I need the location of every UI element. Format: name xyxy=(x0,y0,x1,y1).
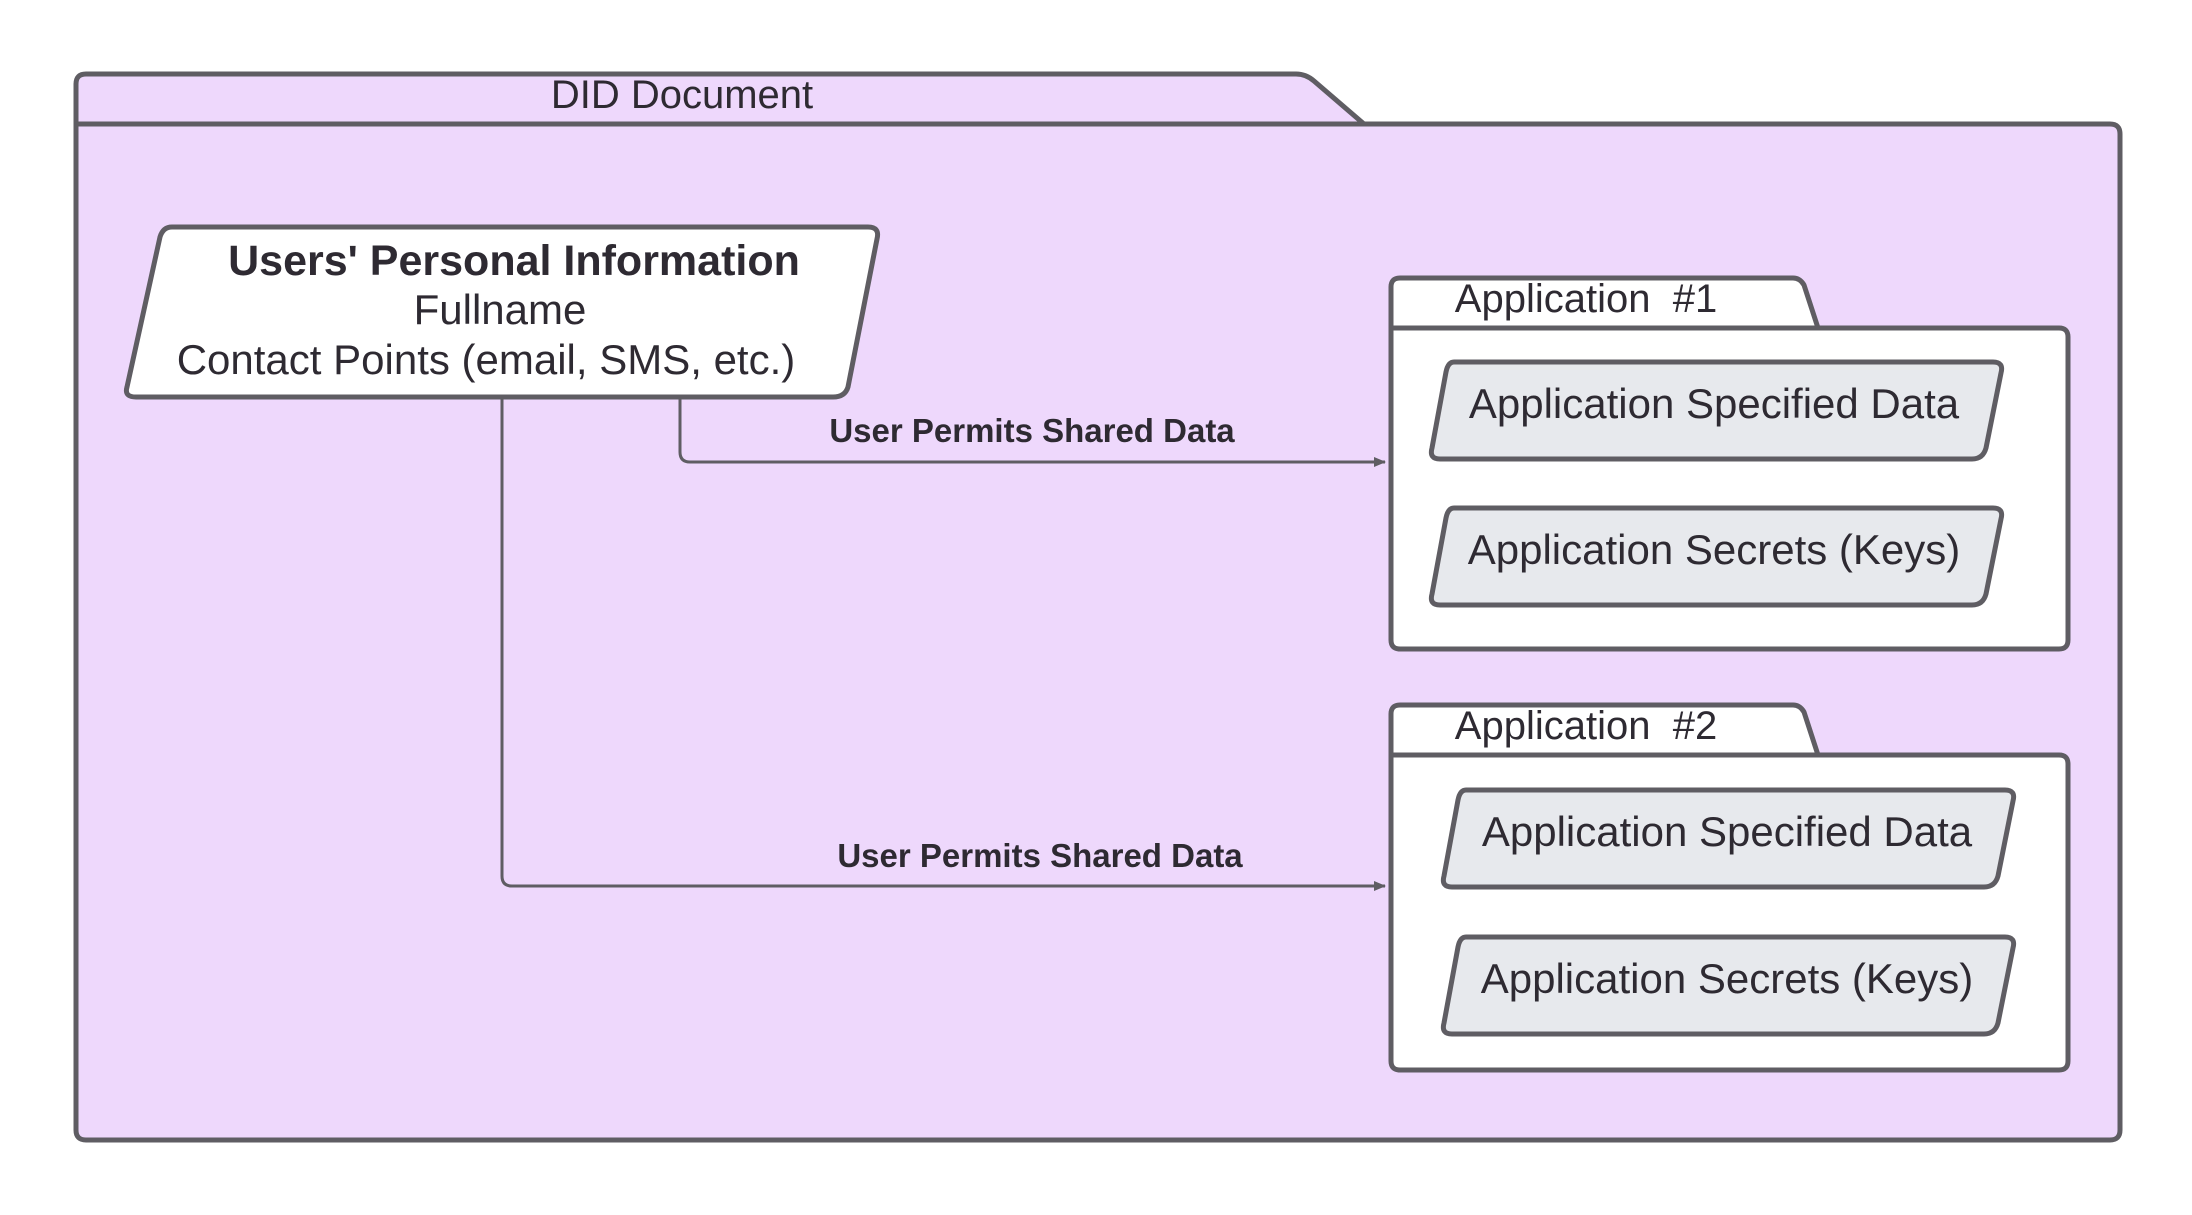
application-1-specified-data-shape xyxy=(1428,359,2005,462)
personal-info-fullname: Fullname xyxy=(414,286,587,333)
application-2-secrets-shape xyxy=(1440,934,2017,1037)
application-1-specified-data-label: Application Specified Data xyxy=(1469,380,1960,427)
edge-to-application-2: User Permits Shared Data xyxy=(500,398,1386,891)
application-2-specified-data-shape xyxy=(1440,787,2017,890)
personal-info-node: Users' Personal Information Fullname Con… xyxy=(123,224,881,400)
application-2-specified-data-label: Application Specified Data xyxy=(1482,808,1973,855)
personal-info-shape xyxy=(123,224,881,400)
application-2-secrets-label: Application Secrets (Keys) xyxy=(1481,955,1974,1002)
edge-to-application-1-label: User Permits Shared Data xyxy=(829,412,1235,449)
edge-to-application-2-label: User Permits Shared Data xyxy=(837,837,1243,874)
edge-to-application-1-line xyxy=(678,398,1386,467)
application-1-secrets-label: Application Secrets (Keys) xyxy=(1468,526,1961,573)
personal-info-title: Users' Personal Information xyxy=(228,237,800,285)
edge-to-application-2-line xyxy=(500,398,1386,891)
application-1-secrets-shape xyxy=(1428,505,2005,608)
application-1-title: Application #1 xyxy=(1455,277,1717,321)
personal-info-contact-points: Contact Points (email, SMS, etc.) xyxy=(177,336,796,383)
application-2-package: Application #2 Application Specified Dat… xyxy=(1388,702,2071,1073)
edge-to-application-1: User Permits Shared Data xyxy=(678,398,1386,467)
did-document-title: DID Document xyxy=(551,73,813,117)
application-1-package: Application #1 Application Specified Dat… xyxy=(1388,275,2071,652)
application-2-title: Application #2 xyxy=(1455,704,1717,748)
